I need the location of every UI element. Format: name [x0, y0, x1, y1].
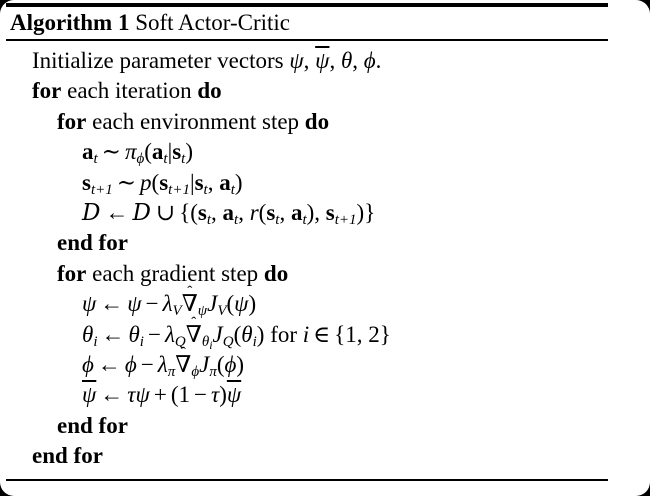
algorithm-line: end for [57, 230, 128, 256]
nabla-hat-symbol: ˆ∇ [175, 344, 192, 377]
overbar-symbol: ψ [315, 48, 330, 73]
algorithm-title-text: Soft Actor-Critic [135, 10, 290, 35]
header-rule [6, 39, 608, 41]
algorithm-line: for each gradient step do [57, 260, 289, 286]
algorithm-line: st+1∼p(st+1|st, at) [82, 169, 243, 198]
nabla-hat-symbol: ˆ∇ [185, 314, 202, 347]
top-rule [6, 3, 608, 7]
algorithm-line: ψ←τψ+(1−τ)ψ [82, 382, 242, 408]
algorithm-line: end for [32, 443, 103, 469]
algorithm-line: at∼πϕ(at|st) [82, 139, 193, 168]
bottom-rule [6, 479, 608, 481]
algorithm-header: Algorithm 1 Soft Actor-Critic [10, 9, 290, 37]
algorithm-line: end for [57, 412, 128, 438]
algorithm-number-label: Algorithm 1 [10, 10, 130, 35]
algorithm-line: for each iteration do [32, 78, 222, 104]
algorithm-line: Initialize parameter vectors ψ, ψ, θ, ϕ. [32, 48, 382, 73]
algorithm-line: for each environment step do [57, 108, 330, 134]
nabla-hat-symbol: ˆ∇ [181, 284, 198, 317]
algorithm-line: D←D∪{(st, at, r(st, at), st+1)} [82, 199, 376, 228]
replay-buffer-symbol: D [132, 199, 151, 226]
algorithm-body: Initialize parameter vectors ψ, ψ, θ, ϕ.… [0, 46, 650, 471]
replay-buffer-symbol: D [82, 199, 101, 226]
overbar-symbol: ψ [226, 382, 242, 408]
overbar-symbol: ψ [82, 382, 97, 408]
